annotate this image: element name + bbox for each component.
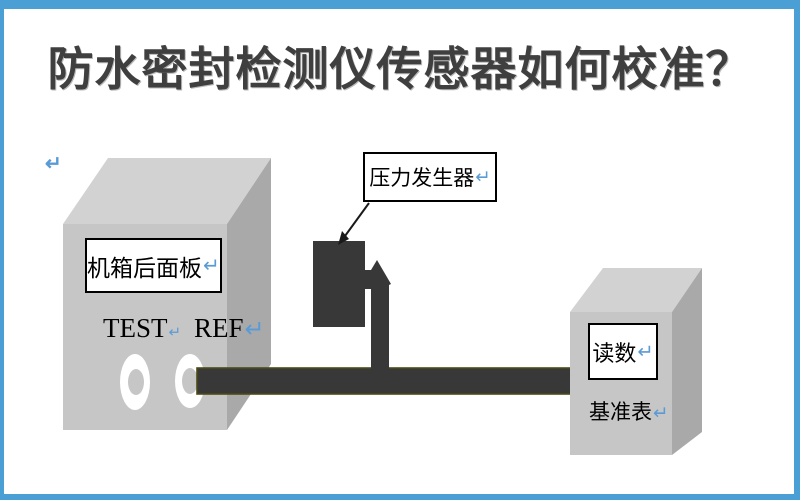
paragraph-return-icon: ↵ [168,325,181,341]
paragraph-return-icon: ↵ [475,166,491,187]
ref-port-hole [182,368,198,394]
paragraph-return-icon: ↵ [45,153,62,175]
pressure-generator-callout: 压力发生器↵ [363,152,497,202]
gauge-reading-label: 读数 [592,340,637,366]
pressure-generator-valve-stem [360,260,391,382]
paragraph-return-icon: ↵ [203,255,220,277]
pressure-generator-body [313,241,365,327]
paragraph-return-icon: ↵ [637,340,654,363]
page-title: 防水密封检测仪传感器如何校准？ [47,43,753,95]
test-port-label: TEST [103,313,168,343]
gauge-box-side-face [672,268,702,455]
gauge-box-top-face [570,268,702,312]
ref-port-label: REF [193,313,244,343]
leader-arrowhead-icon [338,231,349,245]
leader-line [344,202,370,237]
chassis-rear-panel-callout: 机箱后面板↵ [85,238,222,293]
reference-gauge-name-label: 基准表 [589,401,652,424]
pressure-generator-label: 压力发生器 [369,167,475,190]
test-port-hole [128,369,144,395]
chassis-box-side-face [227,158,271,430]
port-labels-row: TEST↵ REF↵ [103,313,264,344]
chassis-rear-panel-label: 机箱后面板 [87,254,203,281]
paragraph-return-icon: ↵ [244,317,265,343]
chassis-box-top-face [63,158,271,224]
gauge-reading-callout: 读数↵ [588,323,658,380]
paragraph-return-icon: ↵ [653,402,669,423]
reference-gauge-name: 基准表↵ [589,396,668,426]
